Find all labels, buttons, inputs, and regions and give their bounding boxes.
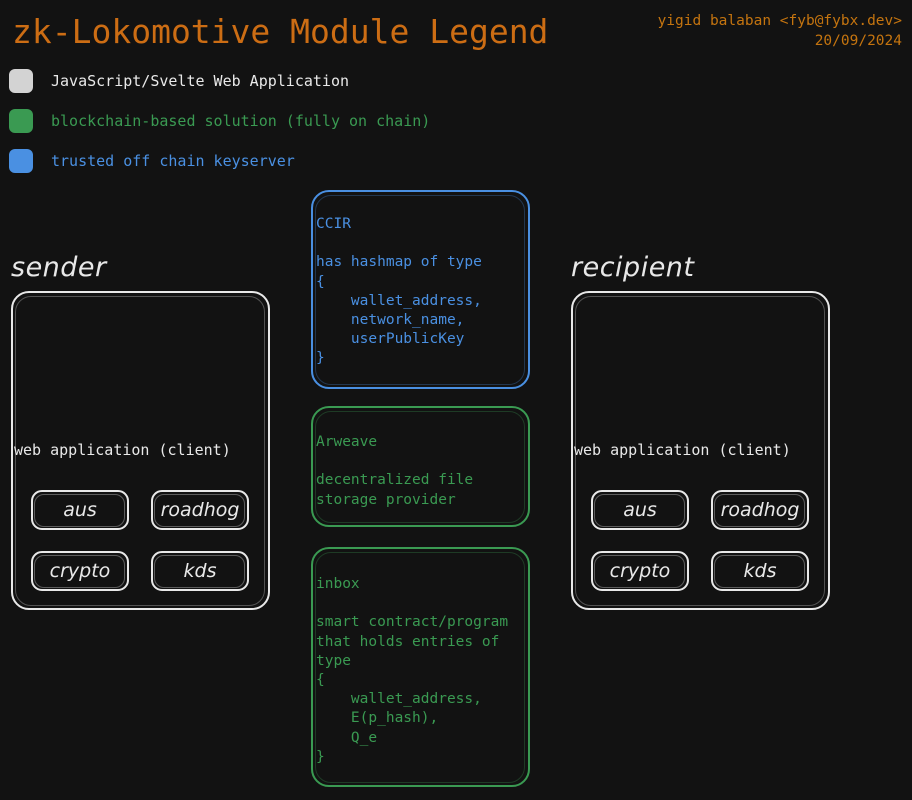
legend-item-web-application: JavaScript/Svelte Web Application	[9, 69, 349, 93]
page-title: zk-Lokomotive Module Legend	[12, 12, 549, 51]
legend-label-blockchain: blockchain-based solution (fully on chai…	[51, 112, 431, 130]
legend-label-web-application: JavaScript/Svelte Web Application	[51, 72, 350, 90]
sender-client-caption: web application (client)	[14, 441, 231, 459]
recipient-chip-roadhog[interactable]: roadhog	[711, 490, 809, 530]
sender-chip-roadhog[interactable]: roadhog	[151, 490, 249, 530]
sender-chip-aus[interactable]: aus	[31, 490, 129, 530]
legend-item-blockchain: blockchain-based solution (fully on chai…	[9, 109, 430, 133]
legend-label-keyserver: trusted off chain keyserver	[51, 152, 295, 170]
inbox-module-box	[311, 547, 530, 787]
sender-container-box	[11, 291, 270, 610]
document-date: 20/09/2024	[814, 33, 902, 49]
arweave-module-text: Arweave decentralized file storage provi…	[316, 434, 474, 508]
author-email: yigid balaban <fyb@fybx.dev>	[657, 13, 902, 29]
legend-item-keyserver: trusted off chain keyserver	[9, 149, 295, 173]
sender-chip-crypto[interactable]: crypto	[31, 551, 129, 591]
group-label-sender: sender	[11, 252, 107, 283]
legend-swatch-gray	[9, 69, 33, 93]
recipient-container-box	[571, 291, 830, 610]
ccir-module-box	[311, 190, 530, 389]
recipient-chip-crypto[interactable]: crypto	[591, 551, 689, 591]
recipient-chip-kds[interactable]: kds	[711, 551, 809, 591]
sender-chip-kds[interactable]: kds	[151, 551, 249, 591]
legend-swatch-green	[9, 109, 33, 133]
legend-swatch-blue	[9, 149, 33, 173]
author-block: yigid balaban <fyb@fybx.dev> 20/09/2024	[658, 11, 902, 51]
inbox-module-text: inbox smart contract/program that holds …	[316, 576, 509, 765]
recipient-chip-aus[interactable]: aus	[591, 490, 689, 530]
ccir-module-text: CCIR has hashmap of type { wallet_addres…	[316, 216, 482, 367]
group-label-recipient: recipient	[571, 252, 695, 283]
recipient-client-caption: web application (client)	[574, 441, 791, 459]
arweave-module-box	[311, 406, 530, 527]
